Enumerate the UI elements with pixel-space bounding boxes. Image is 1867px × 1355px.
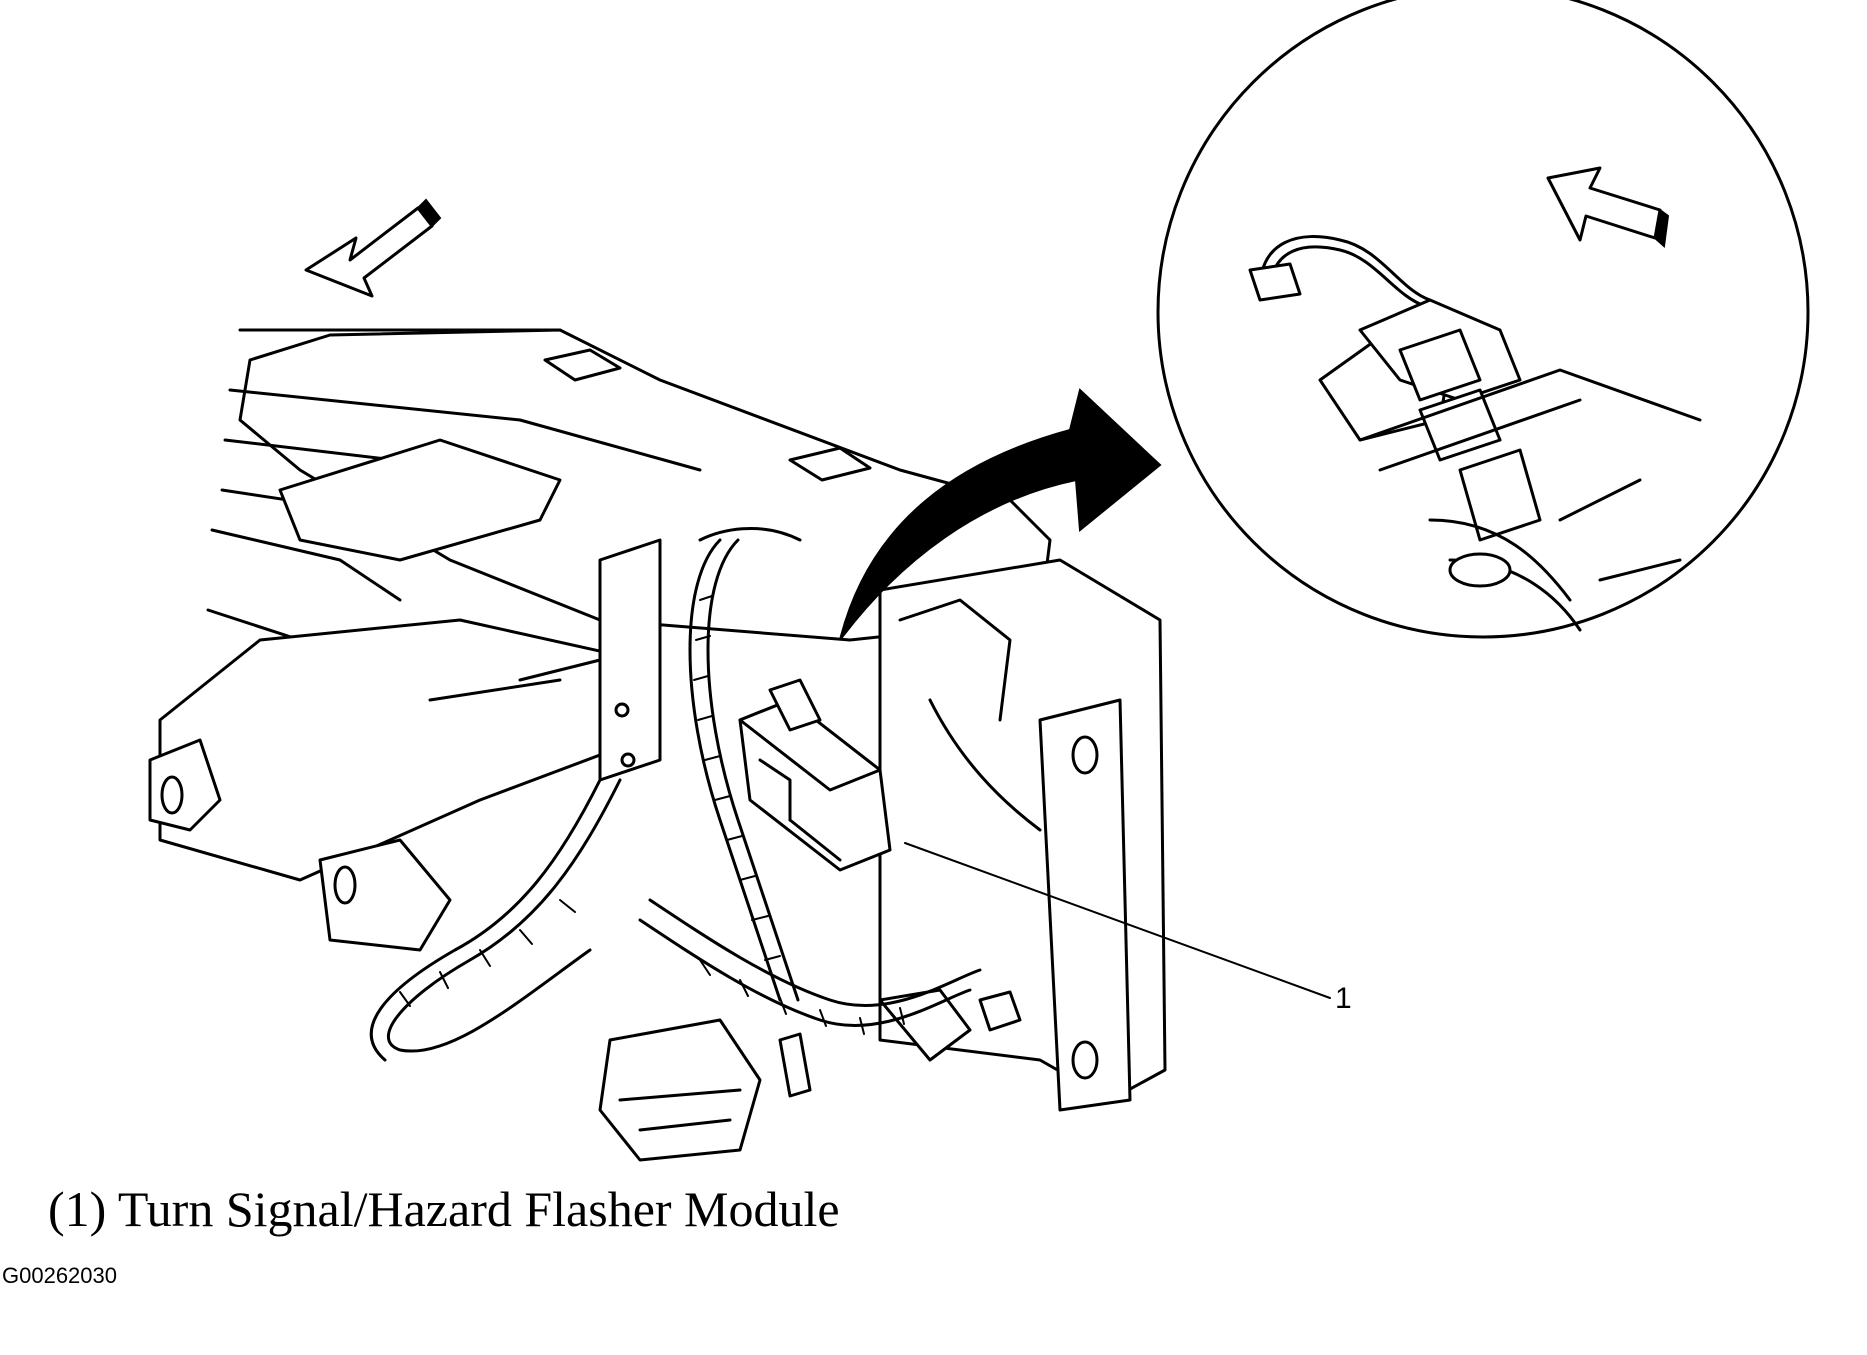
callout-1-leader xyxy=(904,842,1331,999)
wiring-harness xyxy=(369,527,982,1062)
harness-connector xyxy=(598,1018,812,1162)
flasher-module xyxy=(738,678,892,872)
detail-transition-arrow xyxy=(839,388,1162,641)
callout-1-number: 1 xyxy=(1335,982,1352,1015)
front-direction-arrow xyxy=(304,198,442,298)
figure-caption: (1) Turn Signal/Hazard Flasher Module xyxy=(48,1181,840,1237)
figure-id: G00262030 xyxy=(2,1263,117,1288)
side-bracket xyxy=(878,558,1167,1112)
detail-view xyxy=(1156,0,1810,639)
detail-direction-arrow xyxy=(1546,166,1670,248)
instrument-panel-carrier xyxy=(148,328,1052,952)
